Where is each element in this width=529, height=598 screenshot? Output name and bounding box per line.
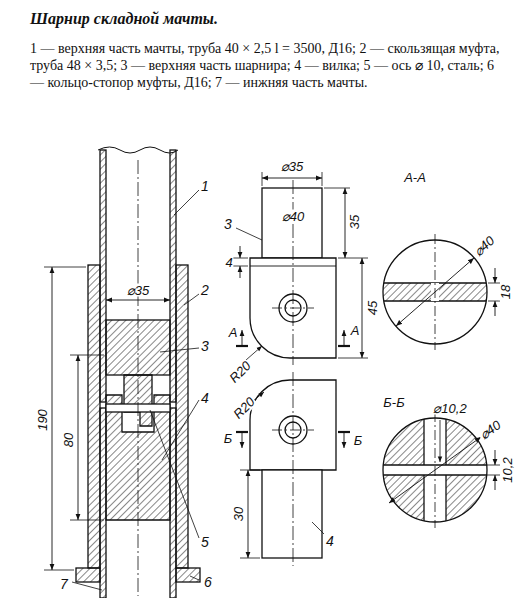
dimension-label: 45: [366, 300, 379, 316]
callout-number: 7: [59, 577, 69, 591]
section-label: А: [350, 324, 361, 337]
dimension-label: 35: [348, 214, 361, 230]
callout-number: 6: [203, 575, 213, 589]
dimension-label: 30: [232, 506, 245, 522]
section-label: А-А: [403, 171, 427, 184]
callout-number: 2: [200, 283, 210, 297]
dimension-label: 80: [62, 432, 75, 448]
section-label: Б-Б: [382, 396, 405, 409]
dimension-label: ⌀40: [281, 210, 305, 223]
drawing-title: Шарнир складной мачты.: [30, 10, 218, 28]
section-label: А: [228, 326, 239, 339]
dimension-label: 4: [224, 256, 233, 269]
dimension-label: 18: [499, 284, 512, 300]
dimension-label: R20: [226, 358, 253, 385]
dimension-label: 10,2: [501, 456, 514, 483]
callout-number: 3: [223, 217, 233, 231]
dimension-label: 190: [36, 408, 49, 432]
dimension-label: ⌀10,2: [432, 402, 467, 415]
parts-caption: 1 — верхняя часть мачты, труба 40 × 2,5 …: [30, 40, 508, 91]
callout-number: 4: [325, 534, 335, 548]
dimension-label: ⌀35: [126, 284, 150, 297]
callout-number: 4: [200, 391, 210, 405]
callout-number: 3: [200, 339, 210, 353]
dimension-label: ⌀35: [280, 160, 304, 173]
section-label: Б: [223, 432, 233, 445]
dimension-label: ⌀40: [471, 233, 498, 259]
section-label: Б: [353, 434, 363, 447]
callout-number: 1: [200, 179, 210, 193]
dimension-label: ⌀40: [476, 418, 503, 443]
callout-number: 5: [200, 535, 210, 549]
